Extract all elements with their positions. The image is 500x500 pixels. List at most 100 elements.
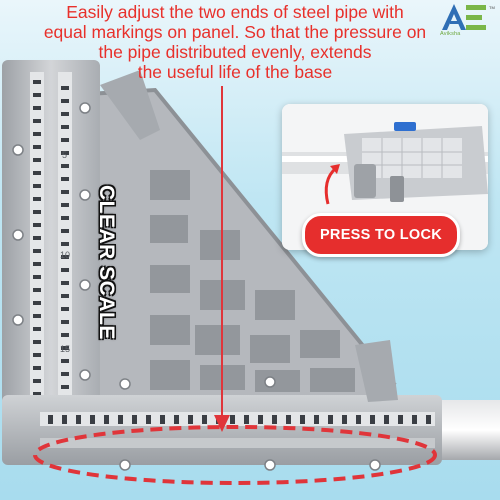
scale-tick xyxy=(33,392,41,396)
scale-tick xyxy=(314,415,319,424)
scale-tick xyxy=(61,307,69,311)
top-clip xyxy=(100,70,160,140)
scale-tick xyxy=(61,99,69,103)
ae-monogram-icon: TM xyxy=(442,4,495,30)
scale-tick xyxy=(61,216,69,220)
scale-tick xyxy=(33,262,41,266)
scale-tick xyxy=(384,415,389,424)
scale-tick xyxy=(174,415,179,424)
scale-tick xyxy=(61,281,69,285)
scale-tick xyxy=(61,203,69,207)
scale-tick xyxy=(61,125,69,129)
brand-wordmark: Aviksha xyxy=(440,31,461,37)
scale-tick xyxy=(328,415,333,424)
clear-scale-label: CLEAR SCALE xyxy=(95,185,118,340)
scale-tick xyxy=(61,333,69,337)
side-clip xyxy=(355,340,398,402)
scale-number: 10 xyxy=(60,250,70,260)
scale-tick xyxy=(33,379,41,383)
scale-tick xyxy=(33,106,41,110)
scale-tick xyxy=(61,190,69,194)
scale-number: 15 xyxy=(60,344,70,354)
scale-tick xyxy=(61,255,69,259)
scale-tick xyxy=(61,151,69,155)
scale-tick xyxy=(61,294,69,298)
scale-tick xyxy=(118,415,123,424)
scale-tick xyxy=(272,415,277,424)
scale-tick xyxy=(61,385,69,389)
caption-line: the useful life of the base xyxy=(137,62,333,82)
scale-tick xyxy=(61,320,69,324)
scale-tick xyxy=(33,288,41,292)
scale-tick xyxy=(146,415,151,424)
guide-arrow xyxy=(214,86,230,432)
scale-tick xyxy=(230,415,235,424)
scale-tick xyxy=(33,314,41,318)
scale-tick xyxy=(33,275,41,279)
scale-tick xyxy=(104,415,109,424)
scale-tick xyxy=(33,197,41,201)
scale-tick xyxy=(258,415,263,424)
vertical-scale-arm xyxy=(2,60,100,455)
scale-tick xyxy=(61,242,69,246)
scale-tick xyxy=(61,229,69,233)
scale-tick xyxy=(33,80,41,84)
caption-line: Easily adjust the two ends of steel pipe… xyxy=(66,2,404,22)
scale-tick xyxy=(188,415,193,424)
scale-tick xyxy=(202,415,207,424)
press-to-lock-badge: PRESS TO LOCK xyxy=(302,213,460,257)
scale-tick xyxy=(412,415,417,424)
scale-tick xyxy=(398,415,403,424)
scale-tick xyxy=(61,112,69,116)
feature-caption: Easily adjust the two ends of steel pipe… xyxy=(30,2,440,82)
scale-tick xyxy=(160,415,165,424)
scale-tick xyxy=(356,415,361,424)
scale-tick xyxy=(33,184,41,188)
scale-tick xyxy=(300,415,305,424)
scale-highlight-ring xyxy=(33,425,437,485)
lock-detail-photo xyxy=(282,104,488,250)
scale-tick xyxy=(33,366,41,370)
scale-tick xyxy=(33,145,41,149)
scale-tick xyxy=(33,132,41,136)
scale-tick xyxy=(33,327,41,331)
scale-tick xyxy=(62,415,67,424)
scale-tick xyxy=(132,415,137,424)
scale-tick xyxy=(33,119,41,123)
scale-tick xyxy=(33,158,41,162)
scale-tick xyxy=(48,415,53,424)
scale-tick xyxy=(33,93,41,97)
scale-tick xyxy=(61,138,69,142)
gusset-web xyxy=(69,87,397,405)
scale-tick xyxy=(33,340,41,344)
brand-logo: TM Aviksha xyxy=(440,2,498,40)
scale-tick xyxy=(33,236,41,240)
caption-line: the pipe distributed evenly, extends xyxy=(98,42,372,62)
scale-tick xyxy=(33,301,41,305)
scale-tick xyxy=(61,372,69,376)
scale-tick xyxy=(33,210,41,214)
scale-tick xyxy=(61,346,69,350)
scale-tick xyxy=(244,415,249,424)
scale-tick xyxy=(90,415,95,424)
svg-text:TM: TM xyxy=(489,5,495,10)
scale-tick xyxy=(33,223,41,227)
scale-tick xyxy=(61,177,69,181)
scale-tick xyxy=(76,415,81,424)
scale-tick xyxy=(61,164,69,168)
caption-line: equal markings on panel. So that the pre… xyxy=(43,22,427,42)
scale-tick xyxy=(370,415,375,424)
scale-tick xyxy=(61,86,69,90)
scale-tick xyxy=(61,359,69,363)
scale-tick xyxy=(286,415,291,424)
steel-pipe xyxy=(440,400,500,460)
scale-number: 5 xyxy=(62,150,67,160)
scale-tick xyxy=(33,249,41,253)
scale-tick xyxy=(33,171,41,175)
scale-tick xyxy=(33,353,41,357)
scale-tick xyxy=(61,268,69,272)
scale-tick xyxy=(426,415,431,424)
scale-tick xyxy=(342,415,347,424)
